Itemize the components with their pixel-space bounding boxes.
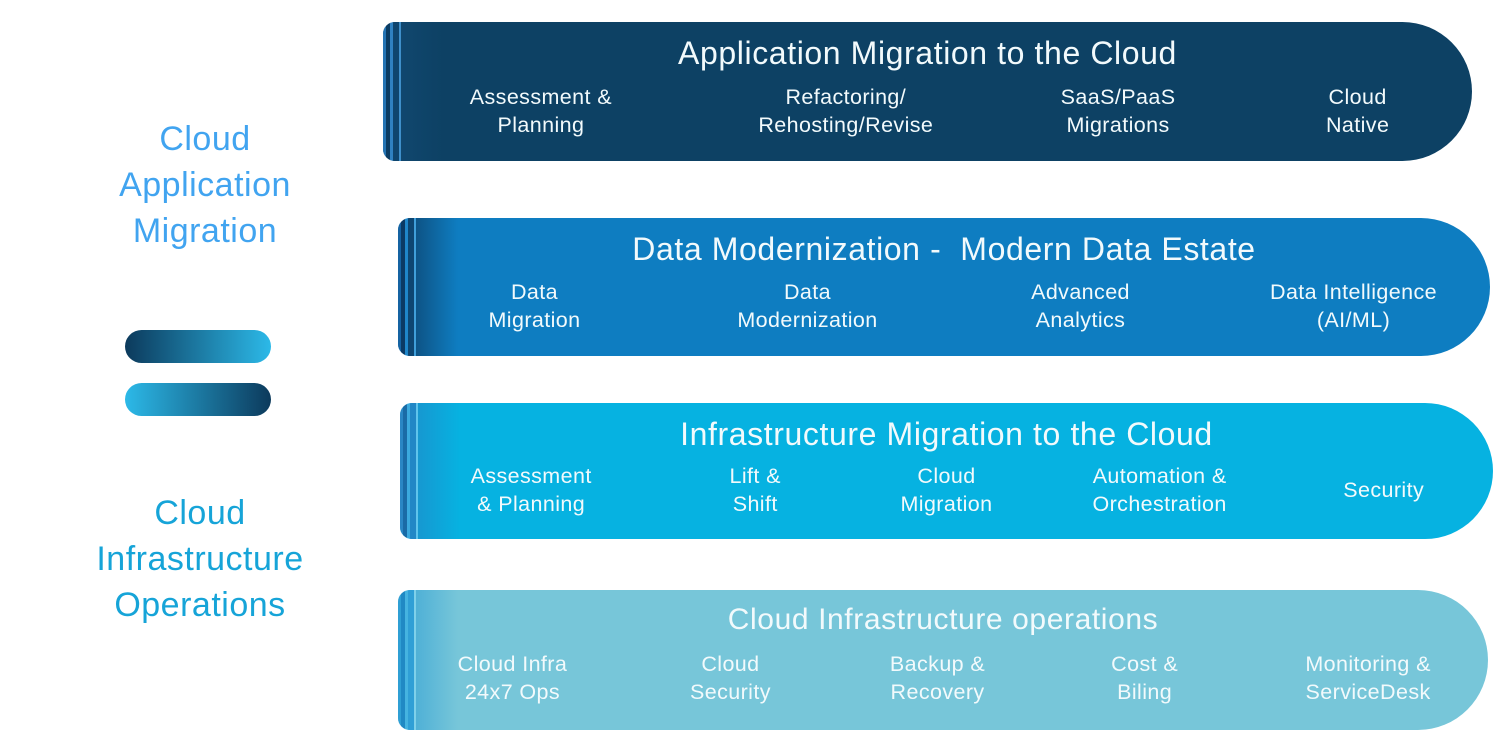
bar-item-advanced-analytics: Advanced Analytics [1031, 280, 1130, 332]
bar-item-automation-orchestration: Automation & Orchestration [1092, 464, 1227, 516]
label-cloud-infrastructure-operations: Cloud Infrastructure Operations [96, 494, 304, 625]
bar-item-cloud-native: Cloud Native [1325, 84, 1390, 137]
bar-cloud-infrastructure-operations: Cloud Infrastructure operations Cloud In… [398, 590, 1488, 730]
bar-item-data-intelligence-ai-ml: Data Intelligence (AI/ML) [1270, 280, 1437, 332]
bar-item-cost-biling: Cost & Biling [1111, 651, 1179, 704]
bar-item-assessment-planning: Assessment & Planning [469, 84, 612, 137]
bar-data-modernization: Data Modernization - Modern Data Estate … [398, 218, 1490, 356]
bar-cloud-infrastructure-operations-items: Cloud Infra 24x7 Ops Cloud Security Back… [398, 637, 1488, 730]
bar-item-data-migration: Data Migration [488, 280, 581, 332]
bar-item-monitoring-servicedesk: Monitoring & ServiceDesk [1305, 651, 1431, 704]
bar-item-assessment-and-planning: Assessment & Planning [470, 464, 592, 516]
equals-pill-bottom [125, 383, 271, 416]
bar-application-migration: Application Migration to the Cloud Asses… [383, 22, 1472, 161]
bar-item-lift-shift: Lift & Shift [729, 464, 781, 516]
bar-item-cloud-security: Cloud Security [690, 651, 771, 704]
bar-item-backup-recovery: Backup & Recovery [889, 651, 986, 704]
bar-application-migration-items: Assessment & Planning Refactoring/ Rehos… [383, 72, 1472, 161]
equals-pill-top [125, 330, 271, 363]
bar-item-data-modernization: Data Modernization [737, 280, 878, 332]
bar-cloud-infrastructure-operations-title: Cloud Infrastructure operations [727, 603, 1159, 636]
bar-item-refactoring-rehosting-revise: Refactoring/ Rehosting/Revise [758, 84, 934, 137]
bar-infrastructure-migration-items: Assessment & Planning Lift & Shift Cloud… [400, 453, 1493, 539]
label-cloud-application-migration: Cloud Application Migration [119, 120, 291, 251]
bar-infrastructure-migration: Infrastructure Migration to the Cloud As… [400, 403, 1493, 539]
bar-infrastructure-migration-title: Infrastructure Migration to the Cloud [680, 416, 1213, 452]
bar-item-saas-paas-migrations: SaaS/PaaS Migrations [1060, 84, 1176, 137]
bar-item-security: Security [1343, 478, 1425, 503]
bar-data-modernization-title: Data Modernization - Modern Data Estate [632, 231, 1256, 267]
bar-item-cloud-infra-24x7-ops: Cloud Infra 24x7 Ops [457, 651, 568, 704]
bar-application-migration-title: Application Migration to the Cloud [678, 35, 1177, 71]
bar-item-cloud-migration: Cloud Migration [900, 464, 993, 516]
equals-pills [125, 330, 271, 416]
bar-data-modernization-items: Data Migration Data Modernization Advanc… [398, 268, 1490, 356]
